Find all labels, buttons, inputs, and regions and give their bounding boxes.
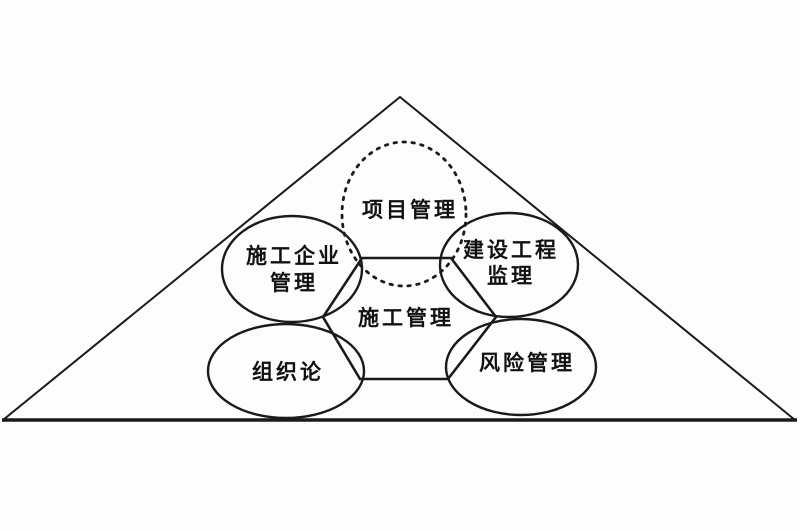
label-construction-enterprise-line1: 施工企业 <box>246 244 342 268</box>
label-construction-management: 施工管理 <box>358 306 454 330</box>
ellipse-construction-enterprise <box>220 214 364 324</box>
ellipse-construction-supervision <box>438 211 580 319</box>
label-construction-enterprise-line2: 管理 <box>270 271 318 295</box>
label-construction-supervision-line1: 建设工程 <box>463 238 559 262</box>
ellipse-risk-management <box>444 317 598 417</box>
ellipse-project-management-dotted <box>340 140 468 288</box>
label-construction-supervision-line2: 监理 <box>487 264 535 288</box>
triangle-outline <box>2 95 796 421</box>
ellipse-organization-theory <box>206 322 366 420</box>
label-project-management: 项目管理 <box>362 198 458 222</box>
label-organization-theory: 组织论 <box>252 360 324 384</box>
label-risk-management: 风险管理 <box>479 351 575 375</box>
